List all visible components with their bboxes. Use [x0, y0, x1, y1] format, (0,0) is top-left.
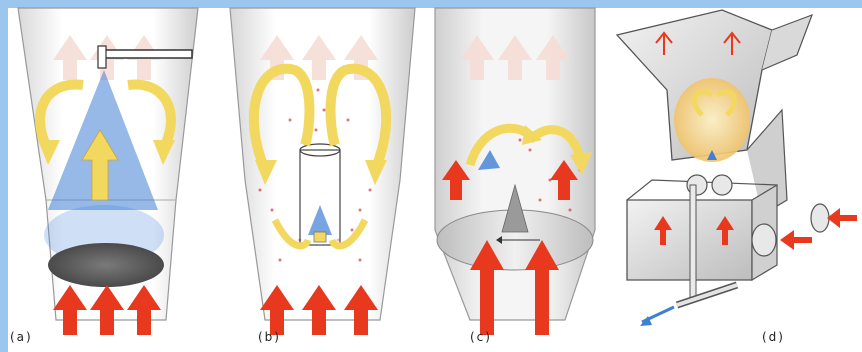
panel-d-illustration — [612, 0, 860, 352]
panel-b-illustration — [220, 0, 425, 352]
panel-b-label: (b) — [258, 330, 281, 344]
panel-d-label: (d) — [762, 330, 785, 344]
panel-a: (a) — [8, 0, 213, 352]
panel-a-label: (a) — [10, 330, 33, 344]
panel-c: (c) — [430, 0, 610, 352]
panel-d: (d) — [612, 0, 860, 352]
panel-c-label: (c) — [470, 330, 492, 344]
panel-c-illustration — [430, 0, 610, 352]
panel-b: (b) — [220, 0, 425, 352]
left-frame-bar — [0, 0, 8, 352]
panel-a-illustration — [8, 0, 213, 352]
